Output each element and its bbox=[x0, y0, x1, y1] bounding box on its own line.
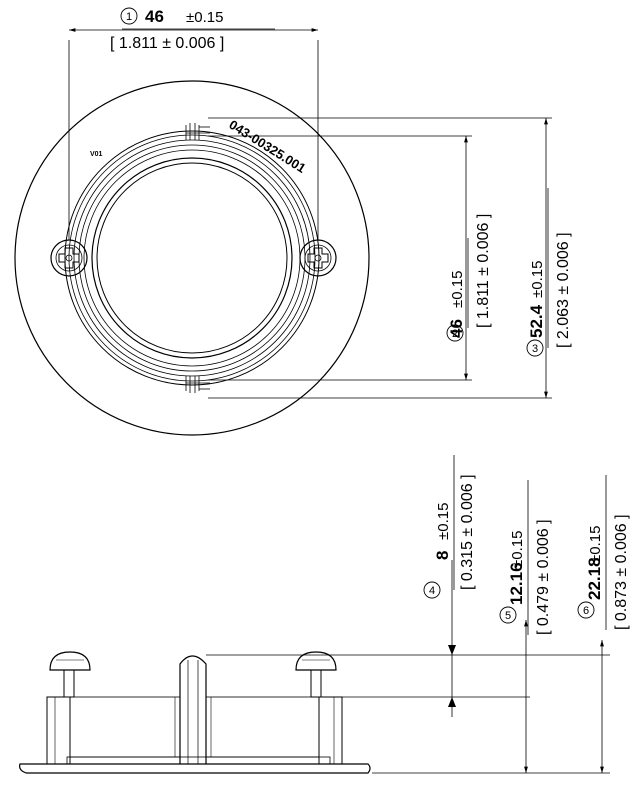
version-text: V01 bbox=[90, 151, 103, 158]
side-extension-lines bbox=[206, 654, 610, 774]
svg-text:2: 2 bbox=[452, 328, 458, 340]
svg-text:±0.15: ±0.15 bbox=[509, 531, 526, 568]
svg-text:±0.15: ±0.15 bbox=[529, 261, 546, 298]
dimension-6-label: 22.18 ±0.15 [ 0.873 ± 0.006 ] 6 bbox=[577, 475, 630, 630]
svg-text:±0.15: ±0.15 bbox=[435, 503, 452, 540]
ring-4 bbox=[78, 144, 306, 372]
svg-text:46: 46 bbox=[145, 7, 164, 26]
svg-text:6: 6 bbox=[583, 605, 589, 617]
base-plate bbox=[19, 763, 371, 774]
ring-3 bbox=[73, 139, 311, 377]
svg-text:±0.15: ±0.15 bbox=[186, 9, 223, 26]
top-tab bbox=[185, 123, 210, 140]
ring-7 bbox=[96, 162, 288, 354]
dimension-1-label: 1 46 ±0.15 [ 1.811 ± 0.006 ] bbox=[110, 7, 275, 52]
svg-text:[ 0.479 ± 0.006 ]: [ 0.479 ± 0.006 ] bbox=[535, 519, 552, 635]
ring-6 bbox=[91, 157, 293, 359]
center-tab bbox=[179, 655, 207, 764]
dimension-3-label: 52.4 ±0.15 [ 2.063 ± 0.006 ] 3 bbox=[526, 188, 572, 357]
right-screw-head-icon bbox=[295, 651, 337, 671]
svg-text:3: 3 bbox=[532, 343, 538, 355]
dimension-2-label: 46 ±0.15 [ 1.811 ± 0.006 ] 2 bbox=[446, 214, 492, 342]
svg-text:[ 0.315 ± 0.006 ]: [ 0.315 ± 0.006 ] bbox=[459, 474, 476, 590]
right-pillar bbox=[318, 696, 343, 765]
svg-text:[ 1.811 ± 0.006 ]: [ 1.811 ± 0.006 ] bbox=[110, 35, 224, 52]
base-inner bbox=[66, 756, 331, 765]
top-view bbox=[14, 28, 552, 436]
ring-1 bbox=[64, 130, 320, 386]
svg-text:52.4: 52.4 bbox=[527, 304, 546, 338]
svg-text:4: 4 bbox=[429, 585, 435, 597]
side-view bbox=[19, 560, 610, 774]
outer-flange-circle bbox=[14, 80, 370, 436]
svg-text:[ 2.063 ± 0.006 ]: [ 2.063 ± 0.006 ] bbox=[555, 232, 572, 348]
ring-5 bbox=[83, 149, 301, 367]
svg-text:8: 8 bbox=[433, 551, 452, 560]
svg-text:1: 1 bbox=[126, 11, 132, 23]
dimension-4-label: 8 ±0.15 [ 0.315 ± 0.006 ] 4 bbox=[423, 455, 476, 599]
dimension-5-label: 12.16 ±0.15 [ 0.479 ± 0.006 ] 5 bbox=[499, 480, 552, 635]
left-pillar bbox=[46, 696, 71, 765]
dimension-1-lines bbox=[68, 28, 319, 240]
svg-text:46: 46 bbox=[447, 319, 466, 338]
svg-text:±0.15: ±0.15 bbox=[449, 271, 466, 308]
extension-lines-right bbox=[208, 117, 552, 399]
svg-text:[ 1.811 ± 0.006 ]: [ 1.811 ± 0.006 ] bbox=[475, 214, 492, 328]
svg-text:5: 5 bbox=[505, 610, 511, 622]
svg-text:±0.15: ±0.15 bbox=[587, 526, 604, 563]
svg-text:12.16: 12.16 bbox=[507, 562, 526, 605]
ring-2 bbox=[68, 134, 316, 382]
svg-text:[ 0.873 ± 0.006 ]: [ 0.873 ± 0.006 ] bbox=[613, 514, 630, 630]
right-screw-icon bbox=[299, 239, 337, 277]
left-screw-head-icon bbox=[49, 651, 91, 671]
svg-text:22.18: 22.18 bbox=[585, 557, 604, 600]
bottom-tab bbox=[185, 376, 210, 393]
